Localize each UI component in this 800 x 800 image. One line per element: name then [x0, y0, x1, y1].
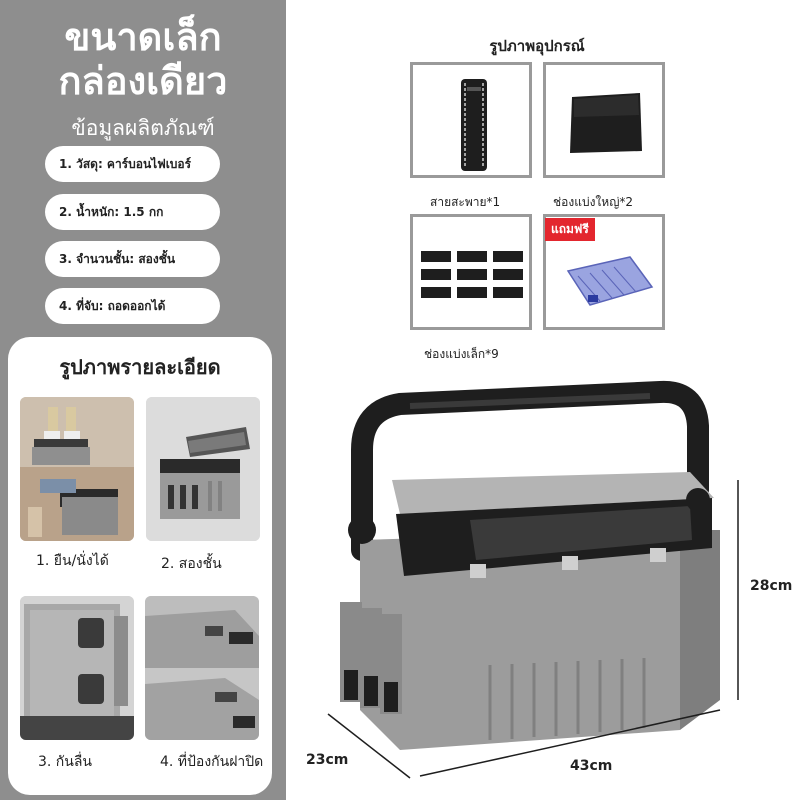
- detail-caption-1: 1. ยืน/นั่งได้: [36, 553, 109, 569]
- large-divider-image: [570, 93, 642, 153]
- free-gift-badge: แถมฟรี: [545, 218, 595, 241]
- accessories-title: รูปภาพอุปกรณ์: [489, 37, 585, 55]
- spec-weight: 2. น้ำหนัก: 1.5 กก: [45, 194, 220, 230]
- width-dimension: 43cm: [570, 758, 613, 774]
- detail-caption-3: 3. กันลื่น: [38, 754, 93, 770]
- depth-dimension: 23cm: [306, 752, 349, 768]
- product-info-panel: ขนาดเล็ก กล่องเดียว ข้อมูลผลิตภัณฑ์ 1. ว…: [0, 0, 286, 800]
- tackle-box-image: [566, 256, 654, 306]
- accessory-large-divider-box: [543, 62, 665, 178]
- detail-caption-4: 4. ที่ป้องกันฝาปิด: [160, 754, 264, 770]
- title-line-1: ขนาดเล็ก: [64, 15, 222, 59]
- detail-photo-anti-slip: [20, 596, 134, 740]
- product-info-subtitle: ข้อมูลผลิตภัณฑ์: [71, 116, 215, 140]
- accessory-strap-box: [410, 62, 532, 178]
- accessory-large-divider-caption: ช่องแบ่งใหญ่*2: [553, 195, 634, 209]
- spec-handle: 4. ที่จับ: ถอดออกได้: [45, 288, 220, 324]
- detail-photo-stand-sit: [20, 397, 134, 541]
- detail-photo-lid-protection: [145, 596, 259, 740]
- title-line-2: กล่องเดียว: [58, 59, 228, 103]
- strap-image: [461, 79, 487, 171]
- accessory-small-divider-box: [410, 214, 532, 330]
- detail-photo-two-layers: [146, 397, 260, 541]
- tackle-box-product-image: [327, 380, 739, 779]
- detail-caption-2: 2. สองชั้น: [161, 556, 222, 572]
- accessory-small-divider-caption: ช่องแบ่งเล็ก*9: [424, 347, 499, 361]
- detail-images-title: รูปภาพรายละเอียด: [59, 355, 221, 379]
- small-divider-image: [421, 251, 523, 298]
- detail-images-card: รูปภาพรายละเอียด 1. ยืน/นั่งได้: [8, 337, 272, 795]
- spec-layers: 3. จำนวนชั้น: สองชั้น: [45, 241, 220, 277]
- height-dimension: 28cm: [750, 578, 793, 594]
- spec-material: 1. วัสดุ: คาร์บอนไฟเบอร์: [45, 146, 220, 182]
- accessory-strap-caption: สายสะพาย*1: [430, 195, 501, 209]
